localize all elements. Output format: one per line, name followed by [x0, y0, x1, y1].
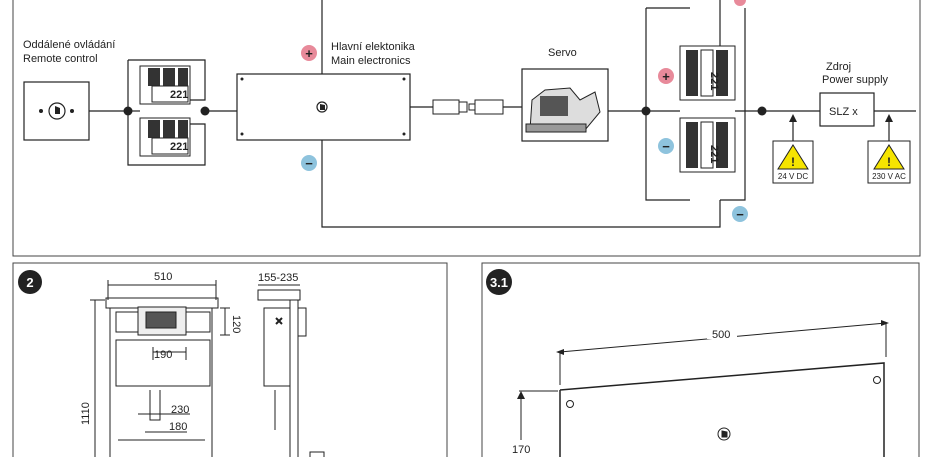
main-label-cz: Hlavní elektonika — [331, 41, 416, 53]
connector-code-1: 221 — [170, 89, 188, 101]
warning-230v-text: 230 V AC — [872, 172, 906, 181]
minus-badge-right: − — [658, 138, 674, 154]
remote-control-box — [23, 81, 90, 141]
warning-24v: ! — [772, 140, 814, 184]
dim-height-1110: 1110 — [80, 402, 92, 425]
top-panel-frame — [12, 0, 921, 257]
panel-3-1-frame — [481, 262, 920, 457]
svg-text:−: − — [662, 139, 670, 154]
plus-badge-top-partial — [734, 0, 746, 6]
remote-label-cz: Oddálené ovládání — [23, 39, 115, 51]
panel-2-frame — [12, 262, 448, 457]
warning-230v: ! — [867, 140, 911, 184]
power-unit-label: SLZ x — [829, 106, 858, 118]
svg-text:+: + — [662, 69, 670, 84]
dim-depth: 155-235 — [258, 272, 298, 284]
plus-badge-main: + — [301, 45, 317, 61]
connector-block-left — [139, 65, 191, 157]
main-electronics-box — [236, 73, 411, 141]
dim-width-510: 510 — [154, 271, 172, 283]
dim-500-bg — [707, 327, 737, 339]
svg-text:2: 2 — [26, 275, 33, 290]
svg-text:−: − — [305, 156, 313, 171]
plug-connector — [432, 99, 504, 115]
dim-180: 180 — [169, 421, 187, 433]
frame-front-view — [90, 280, 230, 457]
dim-170: 170 — [512, 444, 530, 456]
warning-icon: ! — [791, 155, 795, 169]
dim-230: 230 — [171, 404, 189, 416]
wires — [88, 0, 916, 228]
frame-side-view — [257, 284, 325, 457]
servo-label: Servo — [548, 47, 577, 59]
connector-block-right — [679, 45, 736, 173]
arrow-right — [881, 320, 889, 326]
hand-icon — [320, 104, 325, 110]
dim-120: 120 — [230, 315, 242, 333]
connector-code-4: 221 — [708, 145, 720, 163]
power-label-en: Power supply — [822, 74, 889, 86]
cover-panel-drawing — [519, 322, 887, 457]
panel-2-number-badge: 2 — [18, 270, 42, 294]
warning-icon: ! — [887, 155, 891, 169]
panel-3-1-number-badge: 3.1 — [486, 269, 512, 295]
dim-500: 500 — [712, 329, 730, 341]
remote-label-en: Remote control — [23, 53, 98, 65]
connector-code-3: 221 — [708, 72, 720, 90]
plus-badge-right: + — [658, 68, 674, 84]
warning-24v-text: 24 V DC — [778, 172, 808, 181]
hand-icon — [721, 430, 728, 438]
power-supply-box — [819, 92, 875, 127]
svg-text:+: + — [305, 46, 313, 61]
arrow-up — [517, 391, 525, 399]
connector-code-2: 221 — [170, 141, 188, 153]
svg-text:−: − — [736, 207, 744, 222]
minus-badge-bottom: − — [732, 206, 748, 222]
power-label-cz: Zdroj — [826, 61, 851, 73]
minus-badge-main: − — [301, 155, 317, 171]
dim-190: 190 — [154, 349, 172, 361]
hand-icon — [55, 106, 60, 114]
svg-text:3.1: 3.1 — [490, 275, 508, 290]
wire-nodes — [123, 106, 893, 122]
main-label-en: Main electronics — [331, 55, 411, 67]
servo-box — [521, 68, 609, 142]
arrow-left — [556, 349, 564, 355]
